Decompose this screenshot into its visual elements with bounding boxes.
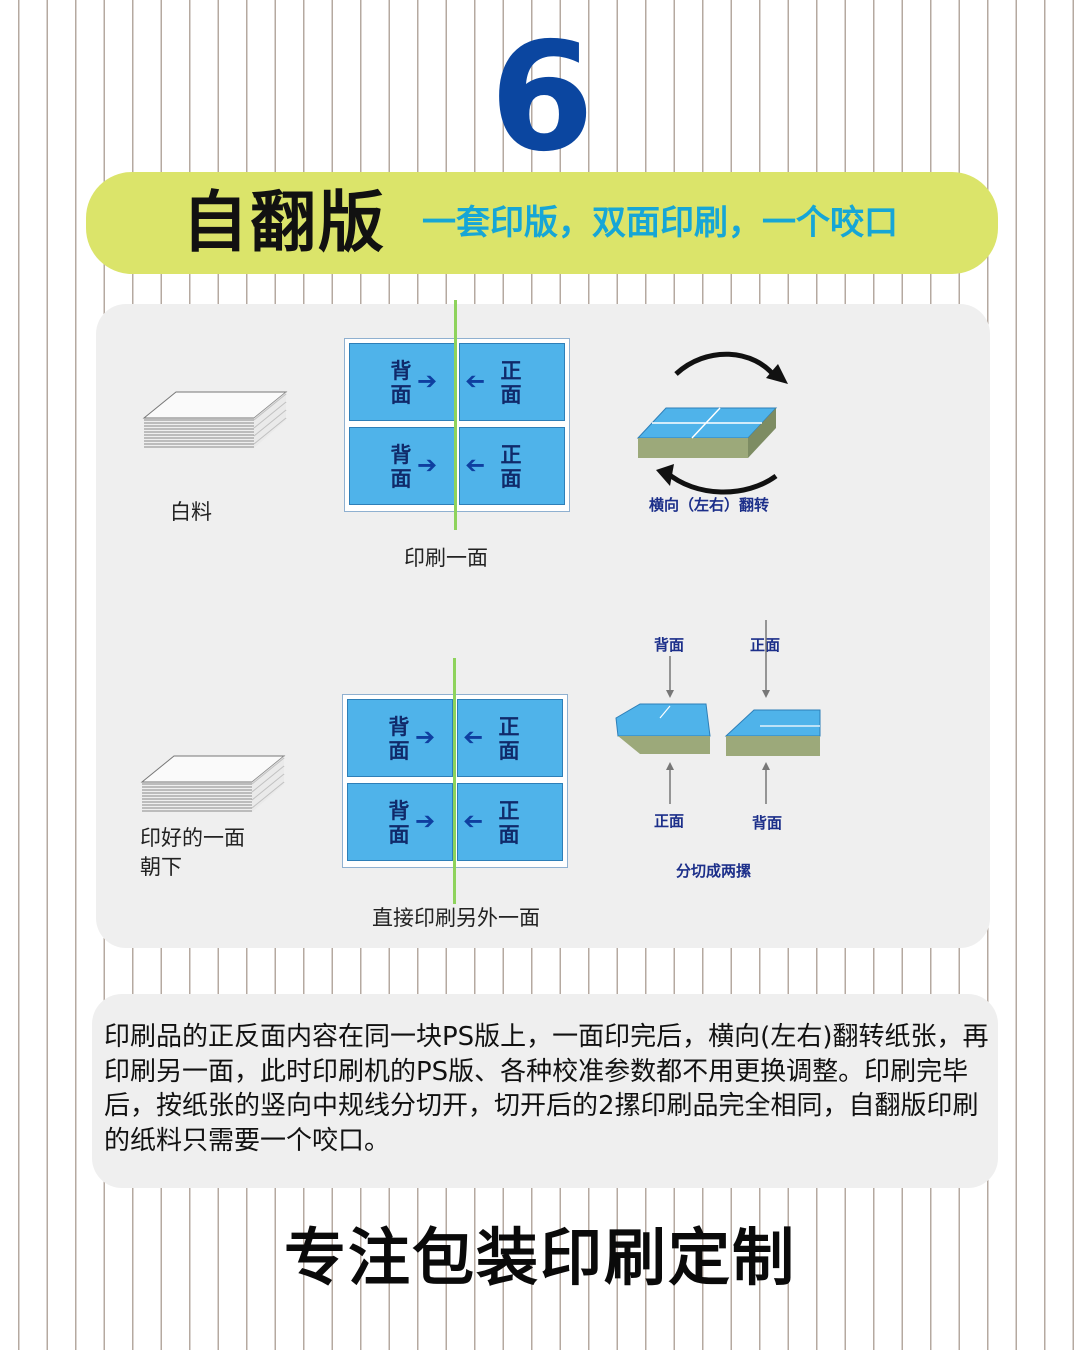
rotate-arrow-icon: [766, 364, 788, 384]
flip-illustration: [636, 351, 788, 495]
blank-paper-stack: [142, 391, 288, 448]
left-arrow-icon: ➔: [465, 367, 486, 395]
plate-cell: [349, 427, 455, 505]
back-side-label: 背面: [388, 799, 410, 847]
left-arrow-icon: ➔: [463, 723, 484, 751]
up-arrow-icon: [666, 762, 674, 770]
flip-label: 横向（左右）翻转: [649, 496, 770, 514]
printing-plate-top: 背面 ➔ ➔ 正面 背面 ➔ ➔ 正面: [344, 338, 570, 512]
plate-cell: [349, 343, 455, 421]
blank-paper-label: 白料: [170, 500, 212, 524]
split-top-left-label: 背面: [654, 636, 685, 654]
left-arrow-icon: ➔: [465, 451, 486, 479]
plate-cell: [347, 783, 453, 861]
down-arrow-icon: [762, 690, 770, 698]
page-title: 自翻版: [182, 184, 386, 261]
center-guide-line: [453, 658, 456, 904]
back-side-label: 背面: [390, 359, 412, 407]
front-side-label: 正面: [498, 799, 520, 847]
description-box: [92, 994, 998, 1188]
right-arrow-icon: ➔: [417, 367, 438, 395]
plate-cell: [457, 783, 563, 861]
diagram-panel: 白料 背面 ➔ ➔ 正面 背面 ➔ ➔ 正面 印刷一面 横向（左右）翻转: [96, 300, 990, 948]
right-arrow-icon: ➔: [417, 451, 438, 479]
split-label: 分切成两摞: [676, 862, 752, 880]
plate-cell: [459, 343, 565, 421]
split-illustration: [615, 620, 821, 804]
title-bar: [86, 172, 998, 274]
footer-slogan: 专注包装印刷定制: [283, 1221, 796, 1294]
plate-cell: [347, 699, 453, 777]
center-guide-line: [454, 300, 457, 530]
right-arrow-icon: ➔: [415, 807, 436, 835]
front-side-label: 正面: [500, 359, 522, 407]
rotate-arrow-icon: [656, 464, 674, 486]
split-bottom-right-label: 背面: [752, 814, 783, 832]
right-arrow-icon: ➔: [415, 723, 436, 751]
back-side-label: 背面: [388, 715, 410, 763]
section-number: 6: [489, 11, 594, 185]
down-arrow-icon: [666, 690, 674, 698]
description-text: 印刷品的正反面内容在同一块PS版上，一面印完后，横向(左右)翻转纸张，再印刷另一…: [104, 1022, 989, 1156]
plate-cell: [459, 427, 565, 505]
front-side-label: 正面: [500, 443, 522, 491]
left-arrow-icon: ➔: [463, 807, 484, 835]
printed-paper-label-line1: 印好的一面: [140, 826, 245, 850]
split-top-right-label: 正面: [750, 636, 781, 654]
page-subtitle: 一套印版，双面印刷，一个咬口: [422, 203, 898, 243]
plate-caption-bottom: 直接印刷另外一面: [372, 906, 540, 930]
printed-paper-label-line2: 朝下: [140, 855, 182, 879]
up-arrow-icon: [762, 762, 770, 770]
plate-cell: [457, 699, 563, 777]
printed-paper-stack: [140, 755, 286, 812]
split-bottom-left-label: 正面: [654, 812, 685, 830]
front-side-label: 正面: [498, 715, 520, 763]
back-side-label: 背面: [390, 443, 412, 491]
plate-caption-top: 印刷一面: [404, 546, 488, 570]
